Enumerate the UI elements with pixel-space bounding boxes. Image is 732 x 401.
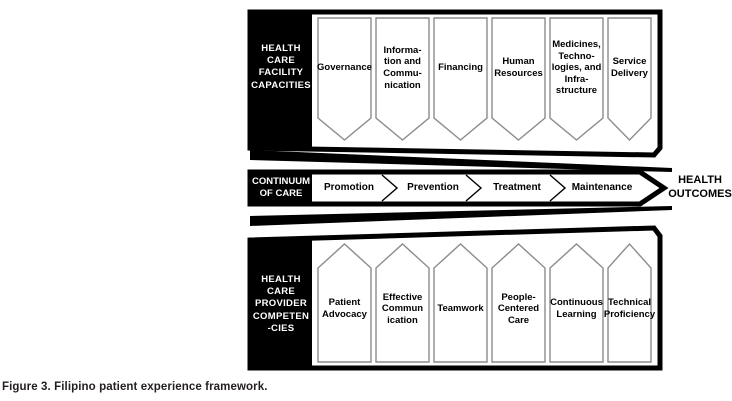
continuum-divider-1 — [381, 174, 399, 202]
health-outcomes-line-2: OUTCOMES — [668, 187, 732, 200]
bottom-item-patient-advocacy: Patient Advocacy — [318, 283, 371, 335]
bottom-panel-line-5: -CIES — [267, 322, 295, 334]
top-panel-label: HEALTH CARE FACILITY CAPACITIES — [250, 43, 312, 92]
top-panel-line-4: CAPACITIES — [251, 79, 311, 91]
top-item-4-line-1: Human — [502, 56, 535, 68]
bottom-item-continuous-learning: Continuous Learning — [548, 283, 605, 335]
health-care-facility-capacities-group — [247, 9, 663, 158]
bottom-item-teamwork: Teamwork — [432, 289, 489, 329]
bottom-shape-3 — [433, 243, 488, 363]
health-care-provider-competencies-group — [247, 225, 663, 371]
bottom-item-1-line-2: Advocacy — [322, 309, 367, 320]
top-panel-line-3: FACILITY — [258, 67, 304, 79]
continuum-stage-4-text: Maintenance — [571, 182, 633, 193]
top-item-4-line-2: Resources — [494, 68, 543, 79]
top-item-1-line-1: Governance — [317, 62, 372, 74]
bottom-panel-label: HEALTH CARE PROVIDER COMPETEN -CIES — [250, 274, 312, 335]
top-shape-3 — [433, 17, 488, 141]
top-shape-4 — [491, 17, 546, 141]
top-item-2-line-4: nication — [384, 79, 421, 91]
health-outcomes-label: HEALTH OUTCOMES — [668, 174, 732, 201]
top-item-service-delivery: Service Delivery — [606, 42, 653, 94]
health-outcomes-line-1: HEALTH — [678, 174, 722, 186]
top-item-2-line-2: tion and — [384, 56, 421, 68]
continuum-stage-promotion: Promotion — [312, 172, 386, 204]
figure-caption: Figure 3. Filipino patient experience fr… — [2, 381, 268, 393]
bottom-item-4-line-2: Centered — [497, 303, 540, 315]
bottom-item-6-line-2: Proficiency — [603, 309, 656, 320]
top-item-5-line-1: Medicines, — [552, 39, 601, 51]
top-panel-line-1: HEALTH — [261, 43, 301, 54]
bottom-shape-5 — [549, 243, 604, 363]
bottom-shape-1 — [317, 243, 372, 363]
top-item-information-and-communication: Informa- tion and Commu- nication — [376, 32, 429, 104]
top-item-financing: Financing — [434, 48, 487, 88]
bottom-item-2-line-1: Effective — [382, 291, 423, 303]
bottom-panel-line-1: HEALTH — [261, 274, 301, 285]
top-item-2-line-1: Informa- — [383, 44, 422, 56]
top-shape-5 — [549, 17, 604, 141]
continuum-panel-black — [250, 172, 312, 204]
bottom-item-people-centered-care: People- Centered Care — [492, 277, 545, 341]
bottom-item-4-line-3: Care — [507, 314, 530, 326]
bottom-panel-line-4: COMPETEN — [252, 310, 310, 322]
bottom-item-5-line-2: Learning — [556, 309, 597, 320]
bottom-item-effective-communication: Effective Commun ication — [376, 277, 429, 341]
continuum-stage-treatment: Treatment — [480, 172, 554, 204]
continuum-of-care-group — [247, 169, 669, 207]
continuum-stage-3-text: Treatment — [493, 182, 541, 193]
bottom-panel-line-2: CARE — [266, 286, 296, 298]
continuum-panel-line-2: OF CARE — [259, 187, 303, 199]
continuum-stage-prevention: Prevention — [396, 172, 470, 204]
bottom-perspective-wedge — [250, 206, 672, 226]
top-item-5-line-2: Techno- — [558, 50, 595, 62]
top-panel-black — [250, 12, 312, 148]
top-panel-line-2: CARE — [266, 55, 296, 67]
bottom-item-technical-proficiency: Technical Proficiency — [604, 283, 655, 335]
top-shape-2 — [375, 17, 430, 141]
top-item-3-line-1: Financing — [438, 62, 483, 74]
top-item-5-line-5: structure — [555, 85, 598, 97]
top-item-2-line-3: Commu- — [383, 68, 422, 79]
top-item-human-resources: Human Resources — [492, 42, 545, 94]
continuum-stage-2-text: Prevention — [407, 182, 459, 193]
continuum-stage-1-text: Promotion — [324, 182, 374, 193]
bottom-item-2-line-2: Commun — [381, 303, 424, 315]
continuum-stage-maintenance: Maintenance — [562, 172, 642, 204]
top-item-5-line-4: Infra- — [564, 73, 589, 85]
bottom-panel-black — [250, 240, 312, 368]
continuum-panel-label: CONTINUUM OF CARE — [250, 176, 312, 199]
continuum-divider-3 — [549, 174, 567, 202]
bottom-item-1-line-1: Patient — [328, 297, 361, 309]
bottom-shape-2 — [375, 243, 430, 363]
bottom-item-6-line-1: Technical — [607, 297, 652, 309]
top-shape-6 — [607, 17, 652, 142]
top-item-medicines-technologies-and-infrastructure: Medicines, Techno- logies, and Infra- st… — [548, 27, 605, 109]
continuum-divider-2 — [465, 174, 483, 202]
top-shape-1 — [317, 17, 372, 141]
top-item-5-line-3: logies, and — [551, 62, 602, 74]
bottom-shape-4 — [491, 243, 546, 363]
bottom-shape-6 — [607, 242, 652, 363]
bottom-item-3-line-1: Teamwork — [437, 303, 484, 315]
top-item-governance: Governance — [317, 48, 372, 88]
bottom-panel-line-3: PROVIDER — [254, 298, 308, 310]
top-item-6-line-1: Service — [612, 56, 647, 68]
bottom-item-2-line-3: ication — [387, 314, 418, 326]
bottom-item-5-line-1: Continuous — [550, 297, 603, 309]
bottom-item-4-line-1: People- — [501, 291, 536, 303]
continuum-panel-line-1: CONTINUUM — [251, 176, 311, 187]
top-item-6-line-2: Delivery — [611, 68, 648, 79]
top-perspective-wedge — [250, 150, 672, 172]
